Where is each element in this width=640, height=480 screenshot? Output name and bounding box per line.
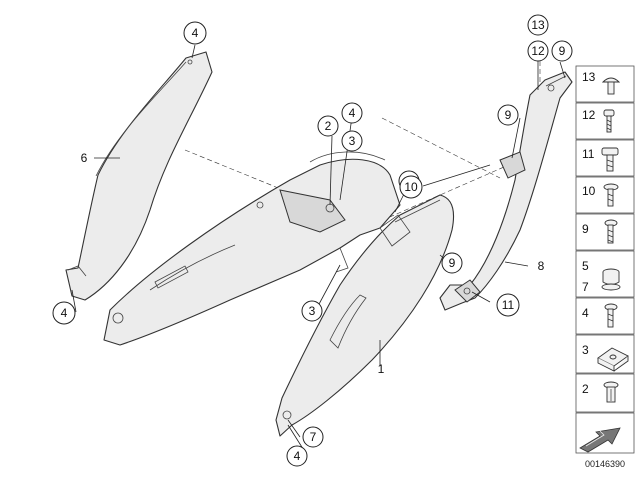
legend-label-10: 10 xyxy=(582,184,596,198)
svg-text:10: 10 xyxy=(404,180,418,194)
rubber-grommet-icon xyxy=(601,268,621,291)
callout-4-bottom: 4 xyxy=(286,445,308,467)
svg-text:9: 9 xyxy=(559,44,566,58)
legend-label-3: 3 xyxy=(582,343,589,357)
washer-screw-icon xyxy=(603,183,619,207)
legend-label-5: 5 xyxy=(582,259,589,273)
legend-label-7: 7 xyxy=(582,280,589,294)
push-rivet-icon xyxy=(601,77,621,95)
callout-10-real: 10 xyxy=(399,175,423,199)
left-side-panel xyxy=(275,194,455,437)
image-code: 00146390 xyxy=(585,459,625,469)
legend-label-4: 4 xyxy=(582,306,589,320)
part-number-8: 8 xyxy=(538,259,545,273)
hardware-legend: 13 12 11 10 xyxy=(575,65,635,469)
callout-7: 7 xyxy=(302,426,324,448)
callout-4-left: 4 xyxy=(52,301,76,325)
collar-screw-icon xyxy=(601,147,619,172)
callout-9-right: 9 xyxy=(497,104,519,126)
svg-text:7: 7 xyxy=(310,430,317,444)
rear-carrier-frame xyxy=(103,151,401,346)
callout-4-center: 4 xyxy=(341,102,363,124)
grab-handle-bracket xyxy=(439,71,573,311)
part-number-1: 1 xyxy=(378,362,385,376)
callout-9-top: 9 xyxy=(551,40,573,62)
direction-arrow-icon xyxy=(579,427,621,453)
svg-text:9: 9 xyxy=(449,256,456,270)
svg-text:11: 11 xyxy=(502,298,515,312)
clip-nut-icon xyxy=(597,347,629,372)
legend-label-9: 9 xyxy=(582,222,589,236)
svg-text:12: 12 xyxy=(531,44,545,58)
callout-13: 13 xyxy=(527,14,549,36)
svg-text:9: 9 xyxy=(505,108,512,122)
callout-12: 12 xyxy=(527,40,549,62)
svg-text:3: 3 xyxy=(349,134,356,148)
svg-text:4: 4 xyxy=(349,106,356,120)
legend-label-11: 11 xyxy=(582,147,595,161)
hex-socket-screw-icon xyxy=(604,219,618,244)
callout-3-bottom: 3 xyxy=(301,300,323,322)
svg-text:3: 3 xyxy=(309,304,316,318)
callout-9-bottom: 9 xyxy=(441,252,463,274)
svg-text:4: 4 xyxy=(61,306,68,320)
legend-label-13: 13 xyxy=(582,70,596,84)
callout-2: 2 xyxy=(317,115,339,137)
callout-11: 11 xyxy=(496,293,520,317)
svg-text:13: 13 xyxy=(531,18,545,32)
legend-label-12: 12 xyxy=(582,108,596,122)
fillister-screw-icon xyxy=(603,109,615,133)
tail-trim-strip xyxy=(65,51,213,301)
callout-4-top: 4 xyxy=(183,21,207,45)
torx-screw-icon xyxy=(604,303,618,328)
svg-text:4: 4 xyxy=(294,449,301,463)
part-number-6: 6 xyxy=(81,151,88,165)
callout-3-top: 3 xyxy=(341,130,363,152)
svg-text:2: 2 xyxy=(325,119,332,133)
legend-label-2: 2 xyxy=(582,382,589,396)
svg-text:4: 4 xyxy=(192,26,199,40)
spreading-rivet-icon xyxy=(603,381,619,403)
